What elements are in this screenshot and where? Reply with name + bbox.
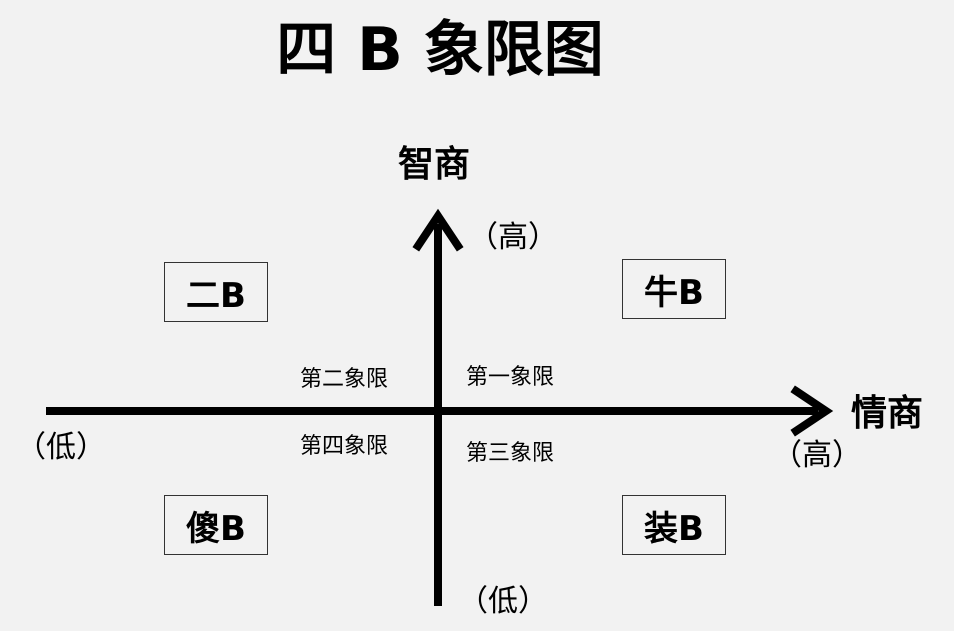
x-axis-high-label: （高） xyxy=(772,438,862,473)
box-top-left: 二B xyxy=(164,262,268,322)
y-axis-title: 智商 xyxy=(398,144,471,185)
y-axis-arrowhead xyxy=(412,208,464,252)
x-axis-arrowhead xyxy=(790,385,834,437)
x-axis-title: 情商 xyxy=(851,393,924,434)
quadrant-1-label: 第一象限 xyxy=(466,365,555,390)
box-top-right: 牛B xyxy=(622,259,726,319)
box-bottom-left: 傻B xyxy=(164,495,268,555)
quadrant-4-label: 第四象限 xyxy=(300,434,389,459)
box-bottom-right: 装B xyxy=(622,495,726,555)
y-axis-low-label: （低） xyxy=(458,584,548,619)
quadrant-2-label: 第二象限 xyxy=(300,367,389,392)
diagram-title: 四 B 象限图 xyxy=(276,15,604,85)
x-axis-low-label: （低） xyxy=(16,430,106,465)
y-axis-high-label: （高） xyxy=(468,220,558,255)
quadrant-3-label: 第三象限 xyxy=(466,441,555,466)
